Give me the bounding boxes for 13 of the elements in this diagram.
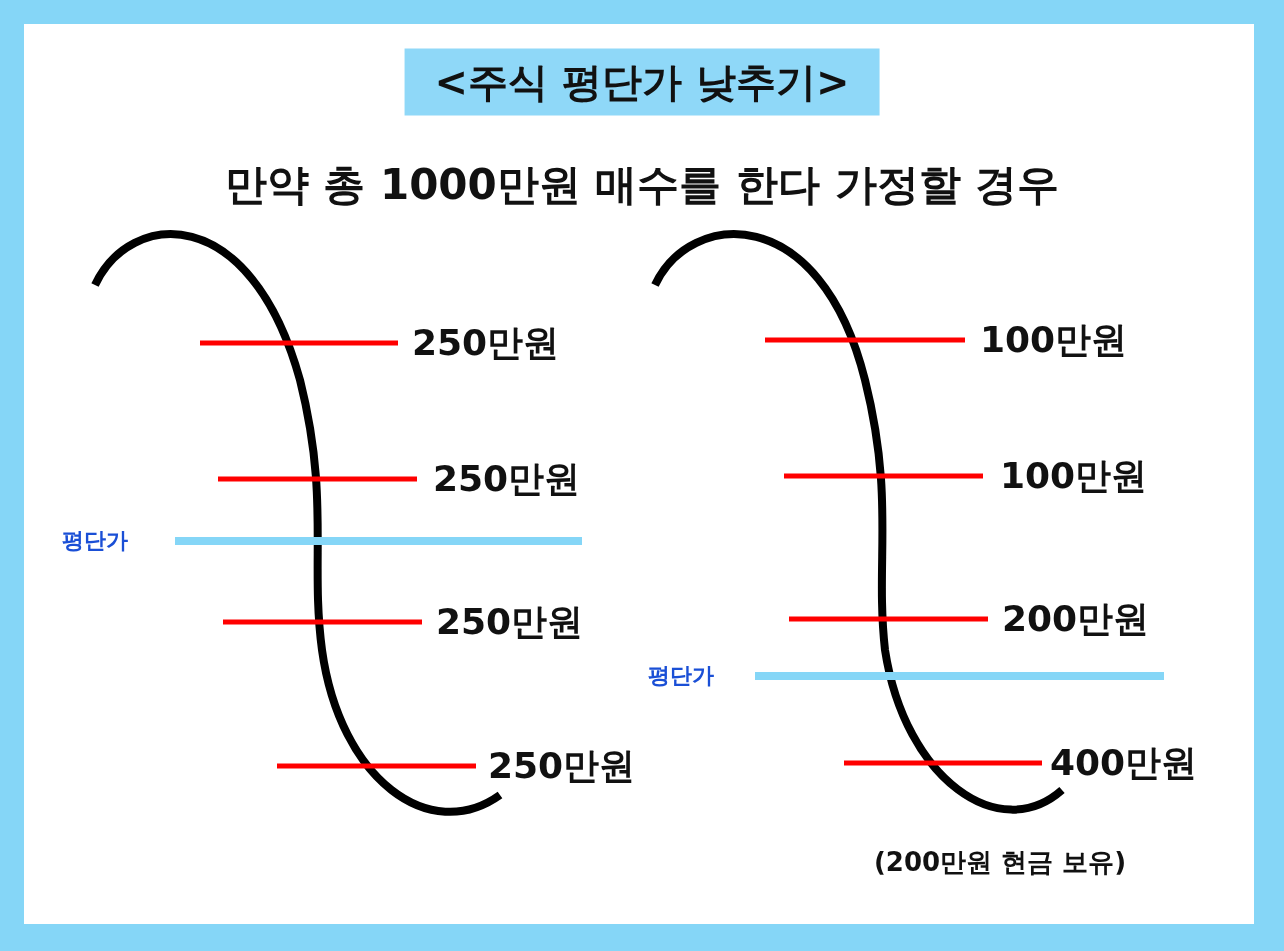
amount-label: 250만원 <box>412 320 560 365</box>
average-price-label: 평단가 <box>648 662 714 690</box>
average-price-label: 평단가 <box>62 527 128 555</box>
amount-label: 100만원 <box>980 317 1128 362</box>
title: <주식 평단가 낮추기> <box>404 48 880 116</box>
amount-label: 200만원 <box>1002 596 1150 641</box>
amount-label: 250만원 <box>488 743 636 788</box>
amount-label: 250만원 <box>433 456 581 501</box>
amount-label: 400만원 <box>1050 740 1198 785</box>
subtitle: 만약 총 1000만원 매수를 한다 가정할 경우 <box>224 159 1060 211</box>
amount-label: 100만원 <box>1000 453 1148 498</box>
amount-label: 250만원 <box>436 599 584 644</box>
note: (200만원 현금 보유) <box>873 845 1127 879</box>
